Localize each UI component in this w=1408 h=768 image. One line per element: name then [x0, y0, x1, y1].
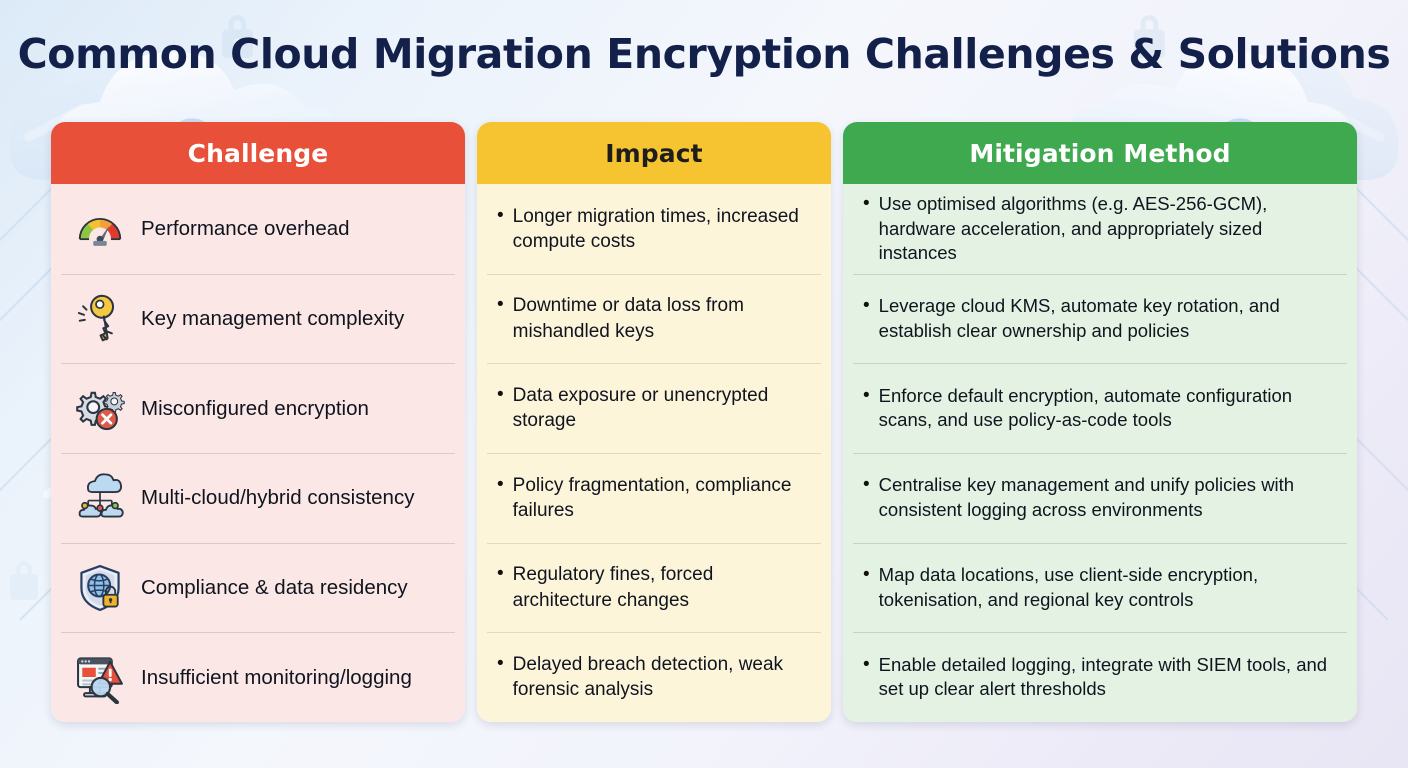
table-row: Performance overhead	[51, 184, 465, 274]
table-row: • Policy fragmentation, compliance failu…	[477, 453, 831, 543]
bullet-icon: •	[863, 653, 870, 675]
bullet-icon: •	[497, 294, 504, 316]
column-body-challenge: Performance overhead	[51, 184, 465, 722]
bullet-icon: •	[497, 652, 504, 674]
table-row: Insufficient monitoring/logging	[51, 632, 465, 722]
comparison-table: Challenge	[51, 122, 1357, 722]
shield-globe-lock-icon	[73, 561, 127, 615]
mitigation-text: Enable detailed logging, integrate with …	[878, 653, 1328, 700]
column-header-impact: Impact	[477, 122, 831, 184]
mitigation-text: Leverage cloud KMS, automate key rotatio…	[878, 294, 1280, 341]
table-row: • Centralise key management and unify po…	[843, 453, 1357, 543]
mitigation-text: Centralise key management and unify poli…	[878, 474, 1295, 520]
multi-cloud-network-icon	[73, 471, 127, 525]
gears-error-icon	[73, 381, 127, 435]
bullet-icon: •	[497, 383, 504, 405]
bullet-icon: •	[863, 192, 870, 214]
challenge-label: Insufficient monitoring/logging	[141, 665, 412, 689]
column-challenge: Challenge	[51, 122, 465, 722]
table-row: • Enforce default encryption, automate c…	[843, 363, 1357, 453]
impact-text: Data exposure or unencrypted storage	[512, 384, 769, 432]
mitigation-text: Enforce default encryption, automate con…	[878, 384, 1293, 431]
table-row: Multi-cloud/hybrid consistency	[51, 453, 465, 543]
bullet-icon: •	[863, 563, 870, 585]
impact-text: Delayed breach detection, weak forensic …	[512, 653, 784, 701]
column-mitigation-method: Mitigation Method • Use optimised algori…	[843, 122, 1357, 722]
page-title: Common Cloud Migration Encryption Challe…	[17, 30, 1391, 78]
challenge-label: Compliance & data residency	[141, 576, 408, 600]
table-row: • Map data locations, use client-side en…	[843, 542, 1357, 633]
impact-text: Downtime or data loss from mishandled ke…	[512, 295, 744, 342]
impact-text: Policy fragmentation, compliance failure…	[512, 474, 792, 521]
bullet-icon: •	[863, 384, 870, 406]
challenge-label: Performance overhead	[141, 217, 350, 241]
page-title-container: Common Cloud Migration Encryption Challe…	[0, 30, 1408, 78]
mitigation-text: Map data locations, use client-side encr…	[878, 563, 1259, 610]
table-row: • Data exposure or unencrypted storage	[477, 363, 831, 453]
column-header-mitigation: Mitigation Method	[843, 122, 1357, 184]
table-row: • Regulatory fines, forced architecture …	[477, 542, 831, 633]
table-row: Compliance & data residency	[51, 542, 465, 633]
table-row: • Enable detailed logging, integrate wit…	[843, 632, 1357, 722]
column-header-challenge: Challenge	[51, 122, 465, 184]
challenge-label: Key management complexity	[141, 307, 405, 330]
table-row: • Downtime or data loss from mishandled …	[477, 273, 831, 364]
table-row: • Leverage cloud KMS, automate key rotat…	[843, 273, 1357, 364]
column-impact: Impact • Longer migration times, increas…	[477, 122, 831, 722]
bullet-icon: •	[497, 473, 504, 495]
column-body-mitigation: • Use optimised algorithms (e.g. AES-256…	[843, 184, 1357, 722]
table-row: Key management complexity	[51, 273, 465, 364]
challenge-label: Multi-cloud/hybrid consistency	[141, 486, 415, 510]
table-row: Misconfigured encryption	[51, 363, 465, 453]
bullet-icon: •	[497, 204, 504, 226]
bullet-icon: •	[497, 563, 504, 585]
table-row: • Delayed breach detection, weak forensi…	[477, 632, 831, 722]
monitor-alert-magnifier-icon	[73, 650, 127, 705]
table-row: • Use optimised algorithms (e.g. AES-256…	[843, 184, 1357, 274]
column-body-impact: • Longer migration times, increased comp…	[477, 184, 831, 722]
impact-text: Regulatory fines, forced architecture ch…	[512, 564, 714, 611]
table-row: • Longer migration times, increased comp…	[477, 184, 831, 274]
impact-text: Longer migration times, increased comput…	[512, 205, 799, 252]
mitigation-text: Use optimised algorithms (e.g. AES-256-G…	[878, 192, 1268, 264]
challenge-label: Misconfigured encryption	[141, 396, 369, 420]
bullet-icon: •	[863, 474, 870, 496]
key-icon	[73, 292, 127, 346]
bullet-icon: •	[863, 294, 870, 316]
speedometer-gauge-icon	[73, 202, 127, 256]
